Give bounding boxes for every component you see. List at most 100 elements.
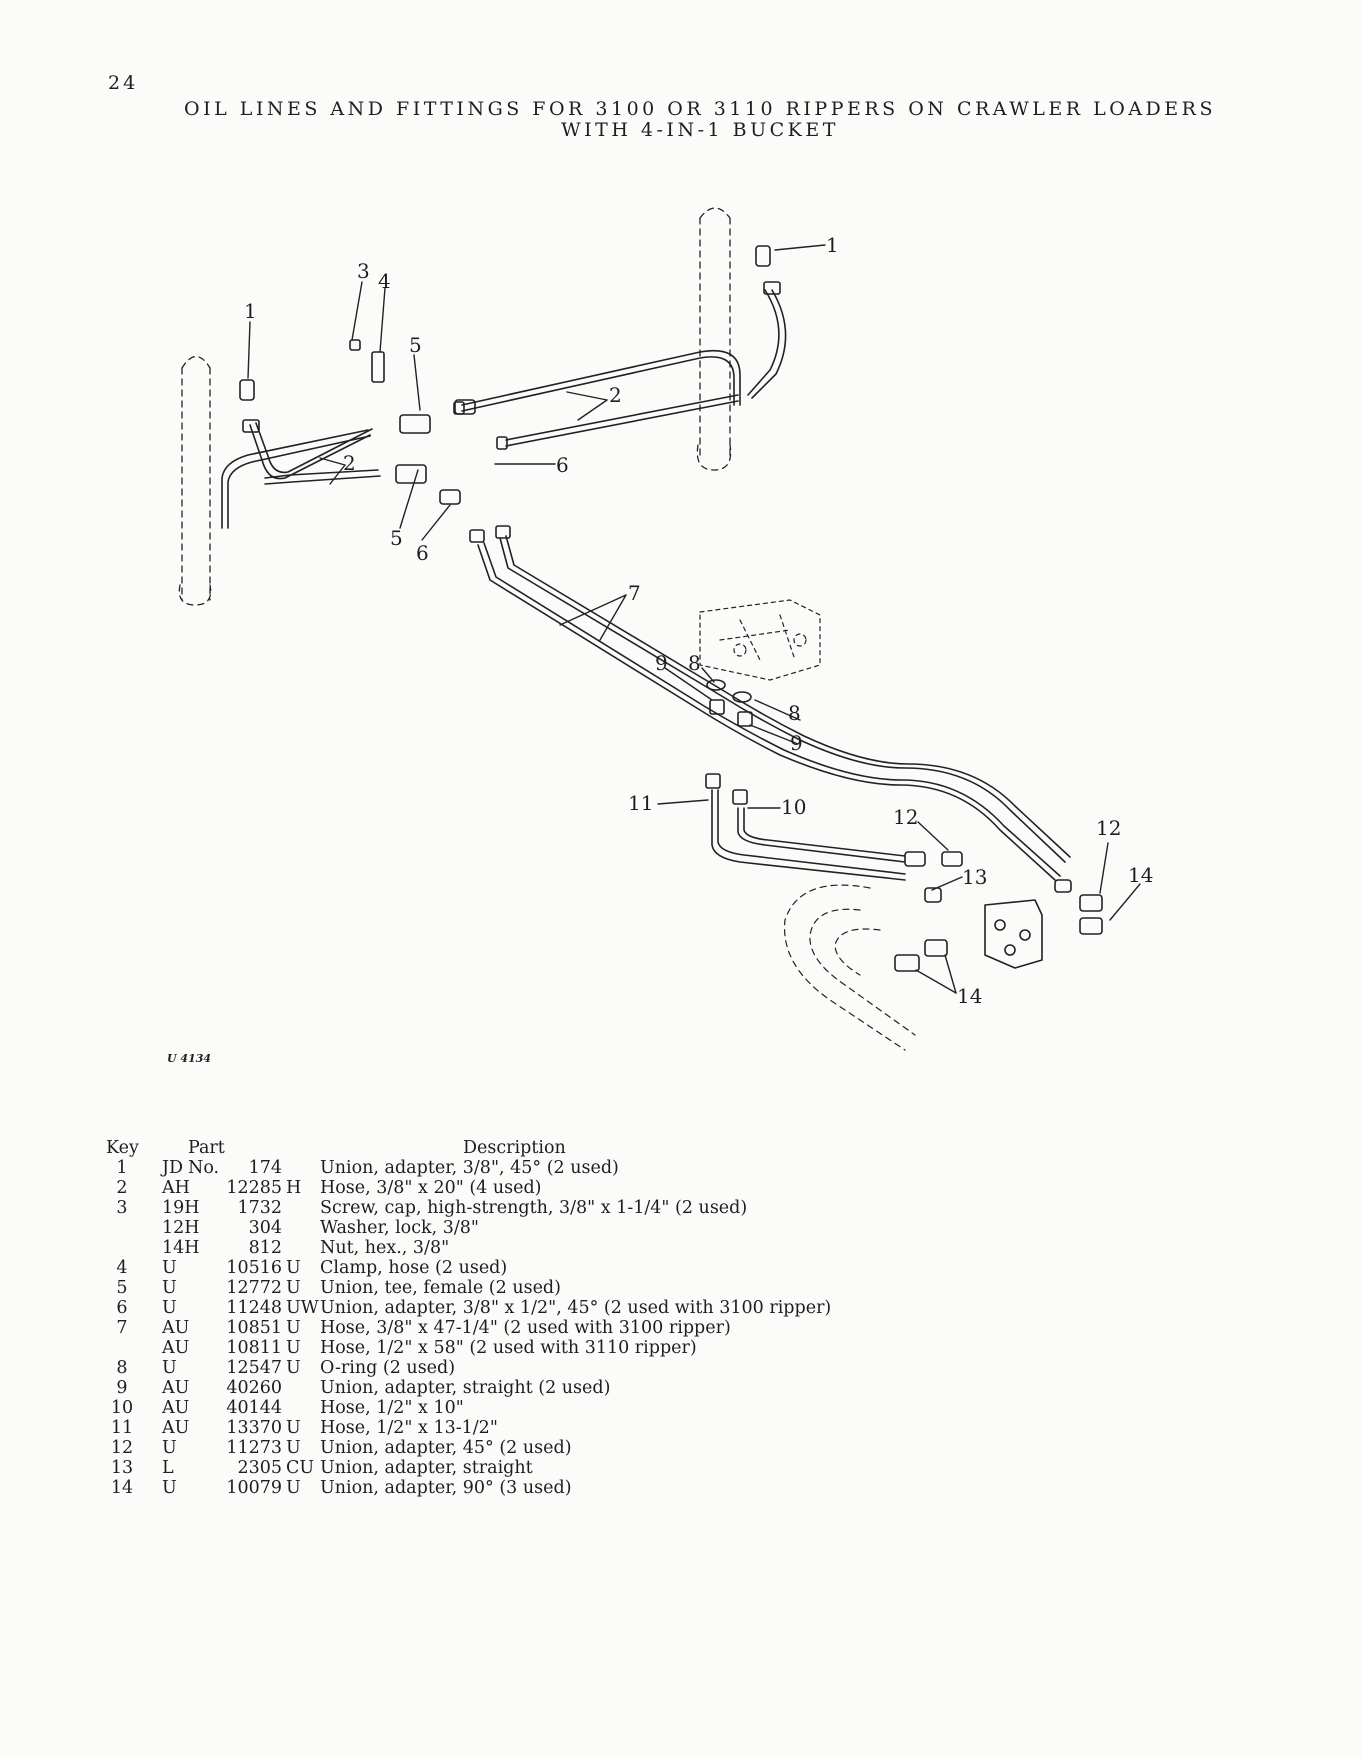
cell-number: 1732 [237, 1198, 282, 1218]
header-description: Description [463, 1138, 566, 1158]
cell-description: Hose, 1/2" x 58" (2 used with 3110 rippe… [320, 1338, 697, 1358]
cell-suffix: U [286, 1418, 301, 1438]
cell-prefix: U [162, 1438, 177, 1458]
callout-label: 1 [826, 233, 839, 257]
callout-label: 6 [416, 541, 429, 565]
cell-number: 2305 [237, 1458, 282, 1478]
right-cylinder-phantom [696, 207, 732, 471]
cell-number: 10811 [226, 1338, 282, 1358]
cell-number: 11248 [226, 1298, 282, 1318]
callout-label: 9 [790, 731, 803, 755]
callout-label: 8 [688, 651, 701, 675]
callout-label: 12 [893, 805, 918, 829]
bottom-valve [984, 899, 1043, 969]
cell-suffix: U [286, 1478, 301, 1498]
callout-label: 3 [357, 259, 370, 283]
cell-key: 9 [116, 1378, 128, 1398]
cell-key: 6 [116, 1298, 128, 1318]
cell-prefix: U [162, 1258, 177, 1278]
left-hoses [221, 422, 381, 529]
cell-description: Hose, 1/2" x 10" [320, 1398, 464, 1418]
left-cylinder-phantom [178, 355, 212, 606]
cell-number: 40260 [226, 1378, 282, 1398]
cell-description: Clamp, hose (2 used) [320, 1258, 508, 1278]
cell-number: 10516 [226, 1258, 282, 1278]
cell-key: 3 [116, 1198, 128, 1218]
cell-key: 8 [116, 1358, 128, 1378]
cell-number: 304 [248, 1218, 282, 1238]
cell-description: Screw, cap, high-strength, 3/8" x 1-1/4"… [320, 1198, 748, 1218]
cell-prefix: AU [162, 1318, 190, 1338]
fittings [239, 245, 1103, 972]
dashed-loop [783, 884, 916, 1051]
cell-key: 11 [110, 1418, 134, 1438]
cell-prefix: U [162, 1478, 177, 1498]
cell-number: 13370 [226, 1418, 282, 1438]
cell-key: 12 [110, 1438, 134, 1458]
cell-description: Union, adapter, 3/8", 45° (2 used) [320, 1158, 619, 1178]
short-hoses [711, 789, 906, 881]
cell-description: Union, tee, female (2 used) [320, 1278, 561, 1298]
leader-lines [247, 244, 1141, 994]
exploded-parts-diagram: 1 1 2 2 3 4 5 5 6 6 7 8 8 9 9 10 11 12 1… [178, 207, 1153, 1051]
cell-suffix: U [286, 1278, 301, 1298]
cell-prefix: U [162, 1358, 177, 1378]
right-hoses [461, 289, 787, 447]
cell-number: 12285 [226, 1178, 282, 1198]
cell-prefix: AU [162, 1418, 190, 1438]
cell-prefix: 14H [162, 1238, 200, 1258]
page-subtitle: WITH 4-IN-1 BUCKET [561, 119, 839, 141]
callout-label: 2 [343, 451, 356, 475]
cell-prefix: JD [162, 1158, 184, 1178]
cell-description: Union, adapter, 90° (3 used) [320, 1478, 572, 1498]
cell-key: 5 [116, 1278, 128, 1298]
cell-number: 812 [248, 1238, 282, 1258]
callout-label: 5 [409, 333, 422, 357]
cell-number: 11273 [226, 1438, 282, 1458]
cell-key: 1 [116, 1158, 128, 1178]
cell-description: Washer, lock, 3/8" [320, 1218, 479, 1238]
control-valve-phantom [699, 599, 821, 681]
figure-code: U 4134 [167, 1052, 212, 1065]
cell-key: 4 [116, 1258, 128, 1278]
callout-label: 14 [1128, 863, 1153, 887]
callout-label: 1 [244, 299, 257, 323]
cell-suffix: U [286, 1318, 301, 1338]
cell-suffix: U [286, 1358, 301, 1378]
page-number: 24 [108, 72, 139, 94]
callout-label: 7 [628, 581, 641, 605]
cell-number: 10079 [226, 1478, 282, 1498]
cell-prefix: AU [162, 1378, 190, 1398]
cell-number: 10851 [226, 1318, 282, 1338]
cell-description: Nut, hex., 3/8" [320, 1238, 450, 1258]
cell-prefix: U [162, 1278, 177, 1298]
page-title: OIL LINES AND FITTINGS FOR 3100 OR 3110 … [184, 98, 1216, 120]
long-hoses [477, 535, 1071, 881]
cell-number: 12772 [226, 1278, 282, 1298]
header-part-no: Part No. [188, 1138, 225, 1178]
callout-label: 10 [781, 795, 806, 819]
cell-prefix: AH [162, 1178, 190, 1198]
callout-label: 12 [1096, 816, 1121, 840]
cell-suffix: U [286, 1438, 301, 1458]
cell-number: 174 [248, 1158, 282, 1178]
callout-label: 14 [957, 984, 982, 1008]
cell-number: 12547 [226, 1358, 282, 1378]
cell-key: 10 [110, 1398, 134, 1418]
cell-prefix: 12H [162, 1218, 200, 1238]
callout-label: 11 [628, 791, 653, 815]
callout-label: 9 [655, 651, 668, 675]
callout-label: 8 [788, 701, 801, 725]
cell-description: Hose, 1/2" x 13-1/2" [320, 1418, 498, 1438]
cell-prefix: U [162, 1298, 177, 1318]
cell-key: 14 [110, 1478, 134, 1498]
cell-prefix: 19H [162, 1198, 200, 1218]
cell-prefix: AU [162, 1338, 190, 1358]
cell-description: Hose, 3/8" x 20" (4 used) [320, 1178, 542, 1198]
cell-prefix: L [162, 1458, 174, 1478]
cell-suffix: H [286, 1178, 302, 1198]
callout-label: 4 [378, 269, 391, 293]
cell-key: 2 [116, 1178, 128, 1198]
cell-description: Hose, 3/8" x 47-1/4" (2 used with 3100 r… [320, 1318, 731, 1338]
callout-label: 6 [556, 453, 569, 477]
